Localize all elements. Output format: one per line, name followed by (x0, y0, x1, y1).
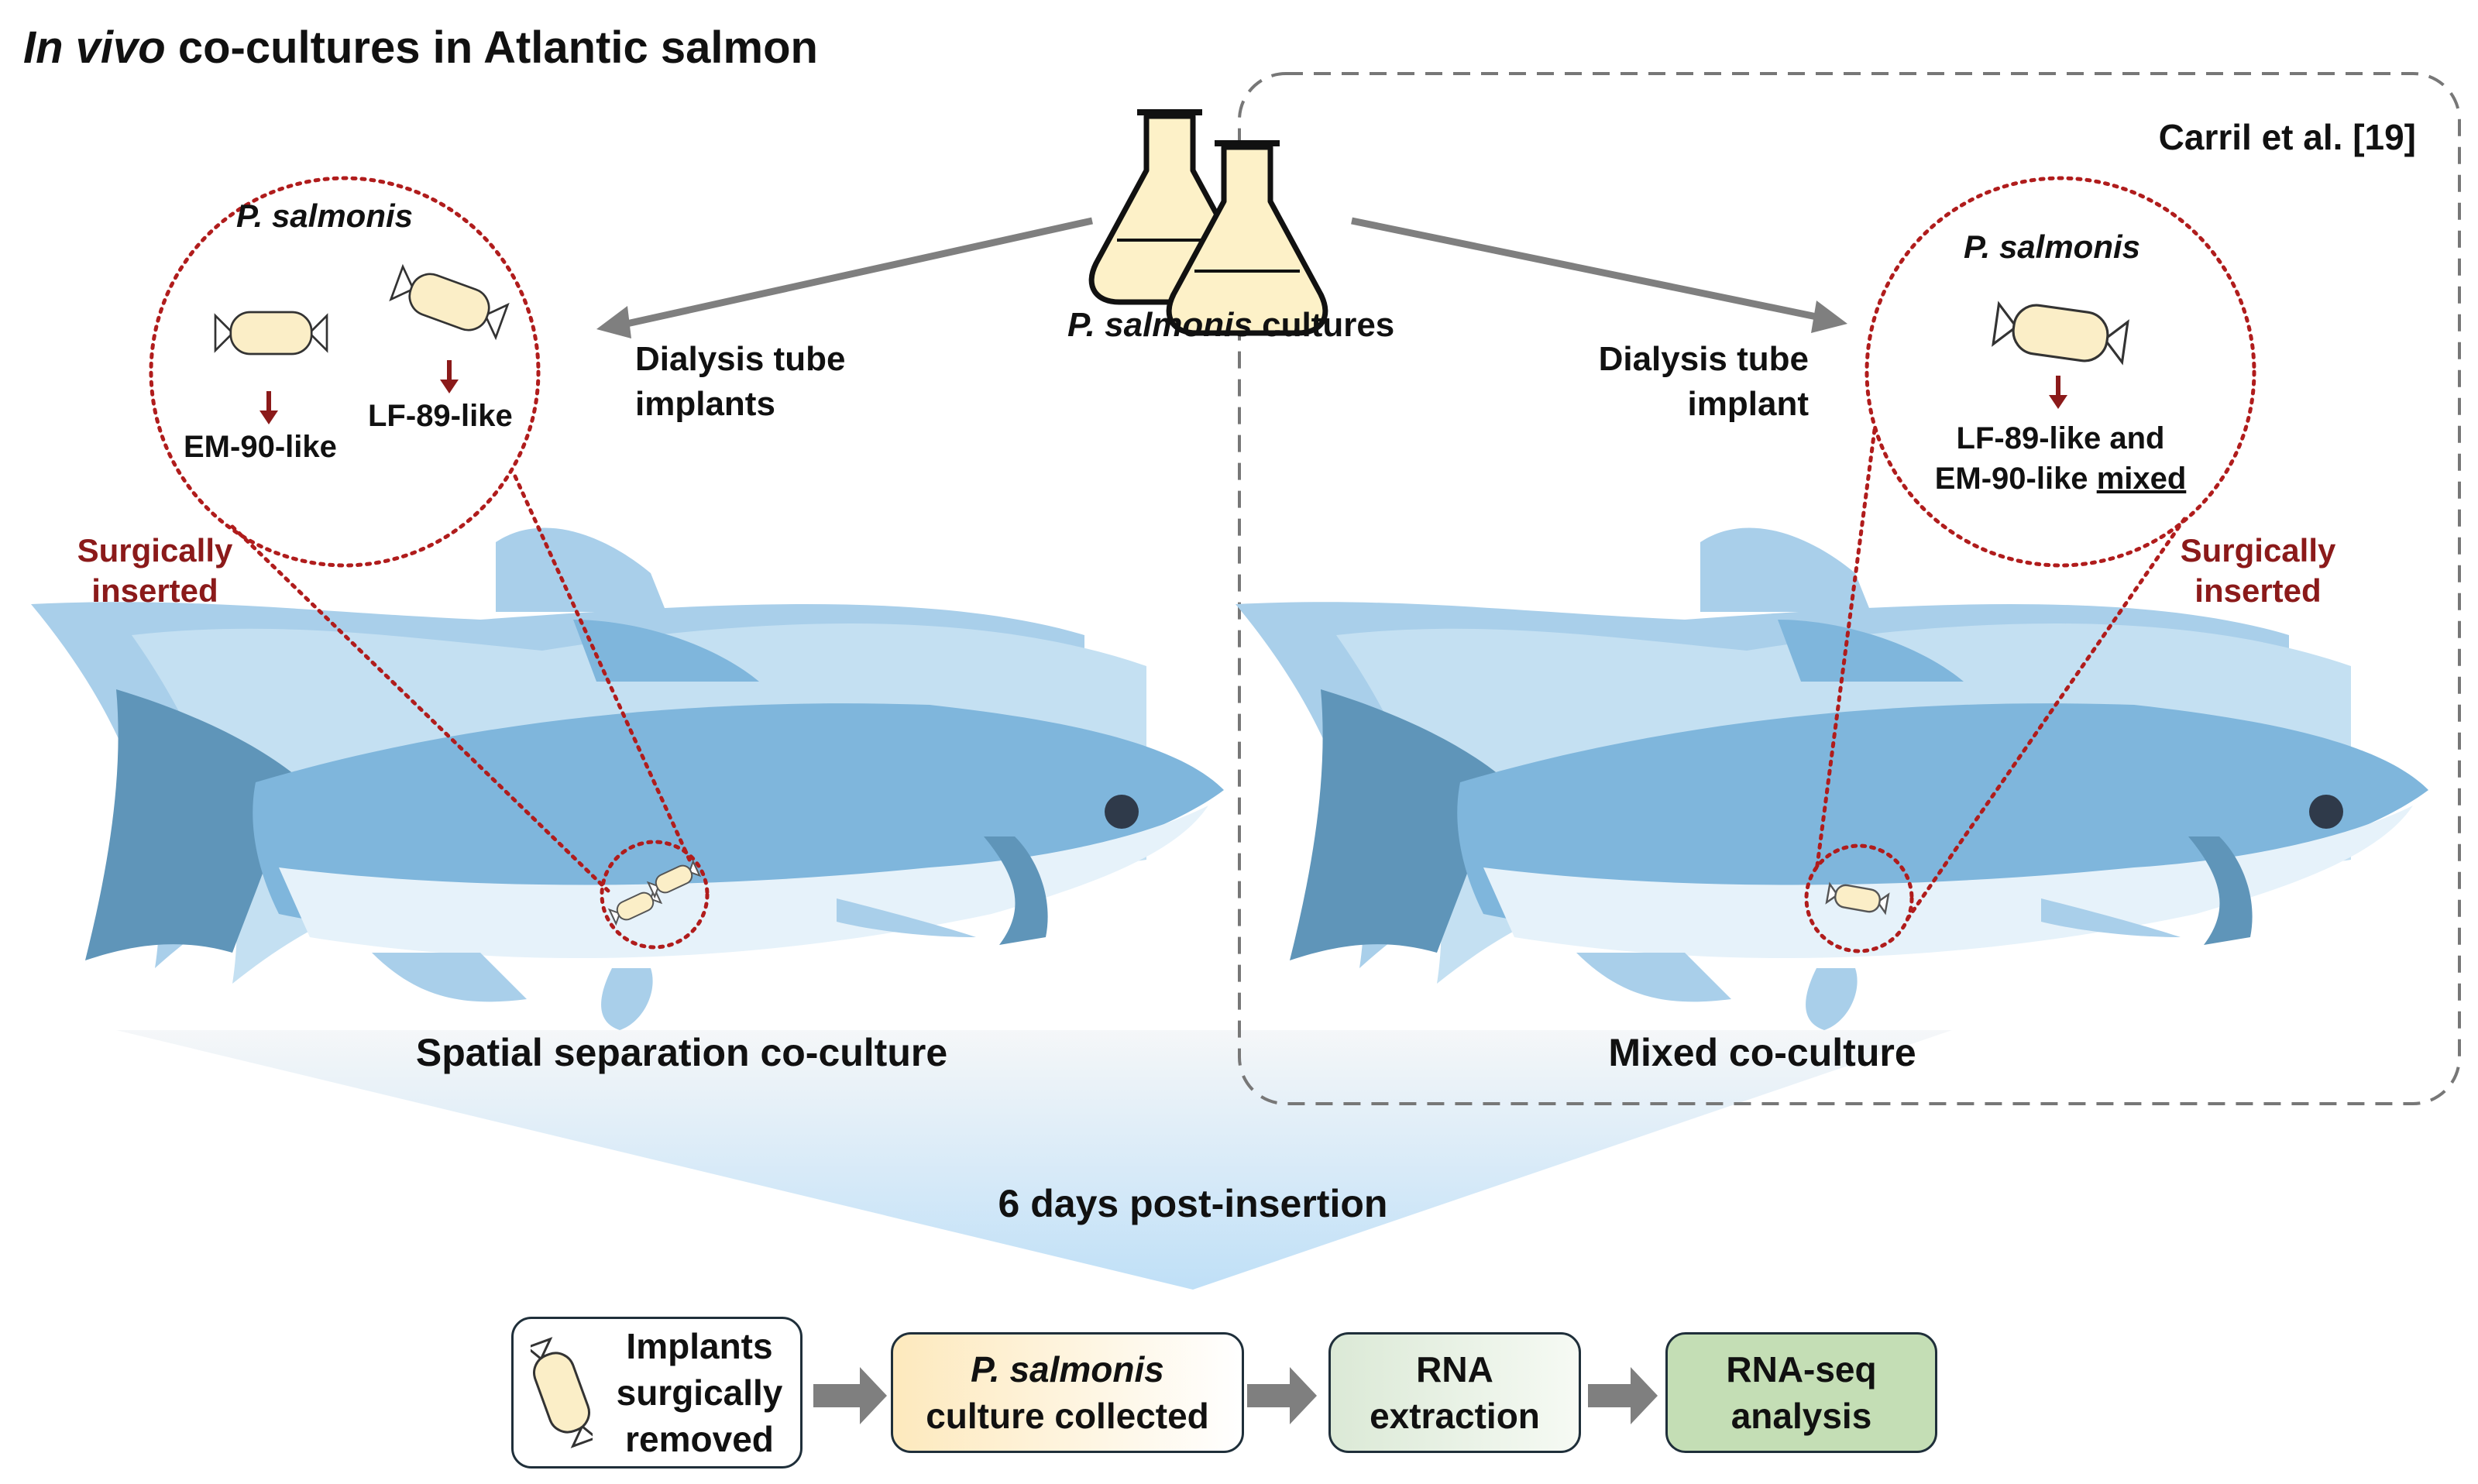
funnel-gradient (116, 1030, 1952, 1290)
cultures-label: P. salmonis cultures (1067, 306, 1395, 344)
step1-line1: Implants (626, 1326, 773, 1366)
right-mixed-line2: EM-90-like mixed (1934, 462, 2187, 496)
workflow-arrows (813, 1367, 1658, 1424)
reference-label: Carril et al. [19] (2158, 117, 2416, 157)
right-inserted-line2: inserted (2194, 572, 2322, 609)
left-arrow-label: Dialysis tube implants (635, 337, 845, 427)
left-arrow-label-line2: implants (635, 385, 775, 423)
zoom-circle-left (149, 176, 541, 568)
left-inserted-label: Surgically inserted (66, 531, 244, 611)
right-caption: Mixed co-culture (1608, 1031, 1916, 1074)
step-implants-removed: Implants surgically removed (511, 1317, 803, 1469)
zoom-line-right-b (1903, 517, 2187, 924)
left-caption: Spatial separation co-culture (415, 1031, 948, 1074)
right-zoom-species: P. salmonis (1964, 228, 2141, 265)
right-mixed-label: LF-89-like and EM-90-like mixed (1906, 418, 2215, 499)
right-arrow-label-line1: Dialysis tube (1598, 340, 1809, 378)
step1-text: Implants surgically removed (617, 1323, 783, 1462)
arrow-left (596, 217, 1093, 338)
step2-line2: culture collected (926, 1396, 1209, 1436)
reference-frame (1238, 72, 2461, 1105)
step3-line1: RNA (1416, 1349, 1493, 1390)
step2-line1: P. salmonis (971, 1349, 1164, 1390)
timepoint-label: 6 days post-insertion (998, 1182, 1388, 1225)
right-mixed-line1: LF-89-like and (1956, 421, 2165, 455)
red-arrow-icon (259, 360, 459, 424)
right-inserted-line1: Surgically (2180, 532, 2336, 569)
left-strain-b: LF-89-like (368, 399, 513, 433)
red-arrow-icon-right (2049, 376, 2067, 409)
capsule-icon (531, 1337, 593, 1448)
step4-line2: analysis (1730, 1396, 1872, 1436)
right-inserted-label: Surgically inserted (2169, 531, 2347, 611)
left-arrow-label-line1: Dialysis tube (635, 340, 846, 378)
left-zoom-species: P. salmonis (236, 198, 414, 234)
page-title: In vivo co-cultures in Atlantic salmon (23, 22, 818, 73)
implant-site-left (600, 840, 710, 950)
right-arrow-label: Dialysis tube implant (1511, 337, 1809, 427)
zoom-line-right-a (1814, 428, 1877, 874)
flask-icon (1091, 112, 1325, 333)
step3-line2: extraction (1370, 1396, 1540, 1436)
zoom-line-left-a (230, 524, 610, 893)
step1-line2: surgically (616, 1372, 783, 1413)
arrow-right (1351, 217, 1847, 333)
implant-site-right (1804, 843, 1914, 953)
left-inserted-line2: inserted (91, 572, 218, 609)
left-strain-a: EM-90-like (184, 430, 337, 464)
step-rna-extraction: RNA extraction (1328, 1332, 1581, 1453)
zoom-circle-right (1865, 176, 2256, 568)
step1-line3: removed (625, 1419, 774, 1459)
step-rnaseq-analysis: RNA-seq analysis (1665, 1332, 1937, 1453)
step4-line1: RNA-seq (1726, 1349, 1877, 1390)
step-culture-collected: P. salmonis culture collected (891, 1332, 1244, 1453)
left-inserted-line1: Surgically (77, 532, 233, 569)
right-arrow-label-line2: implant (1687, 385, 1809, 423)
